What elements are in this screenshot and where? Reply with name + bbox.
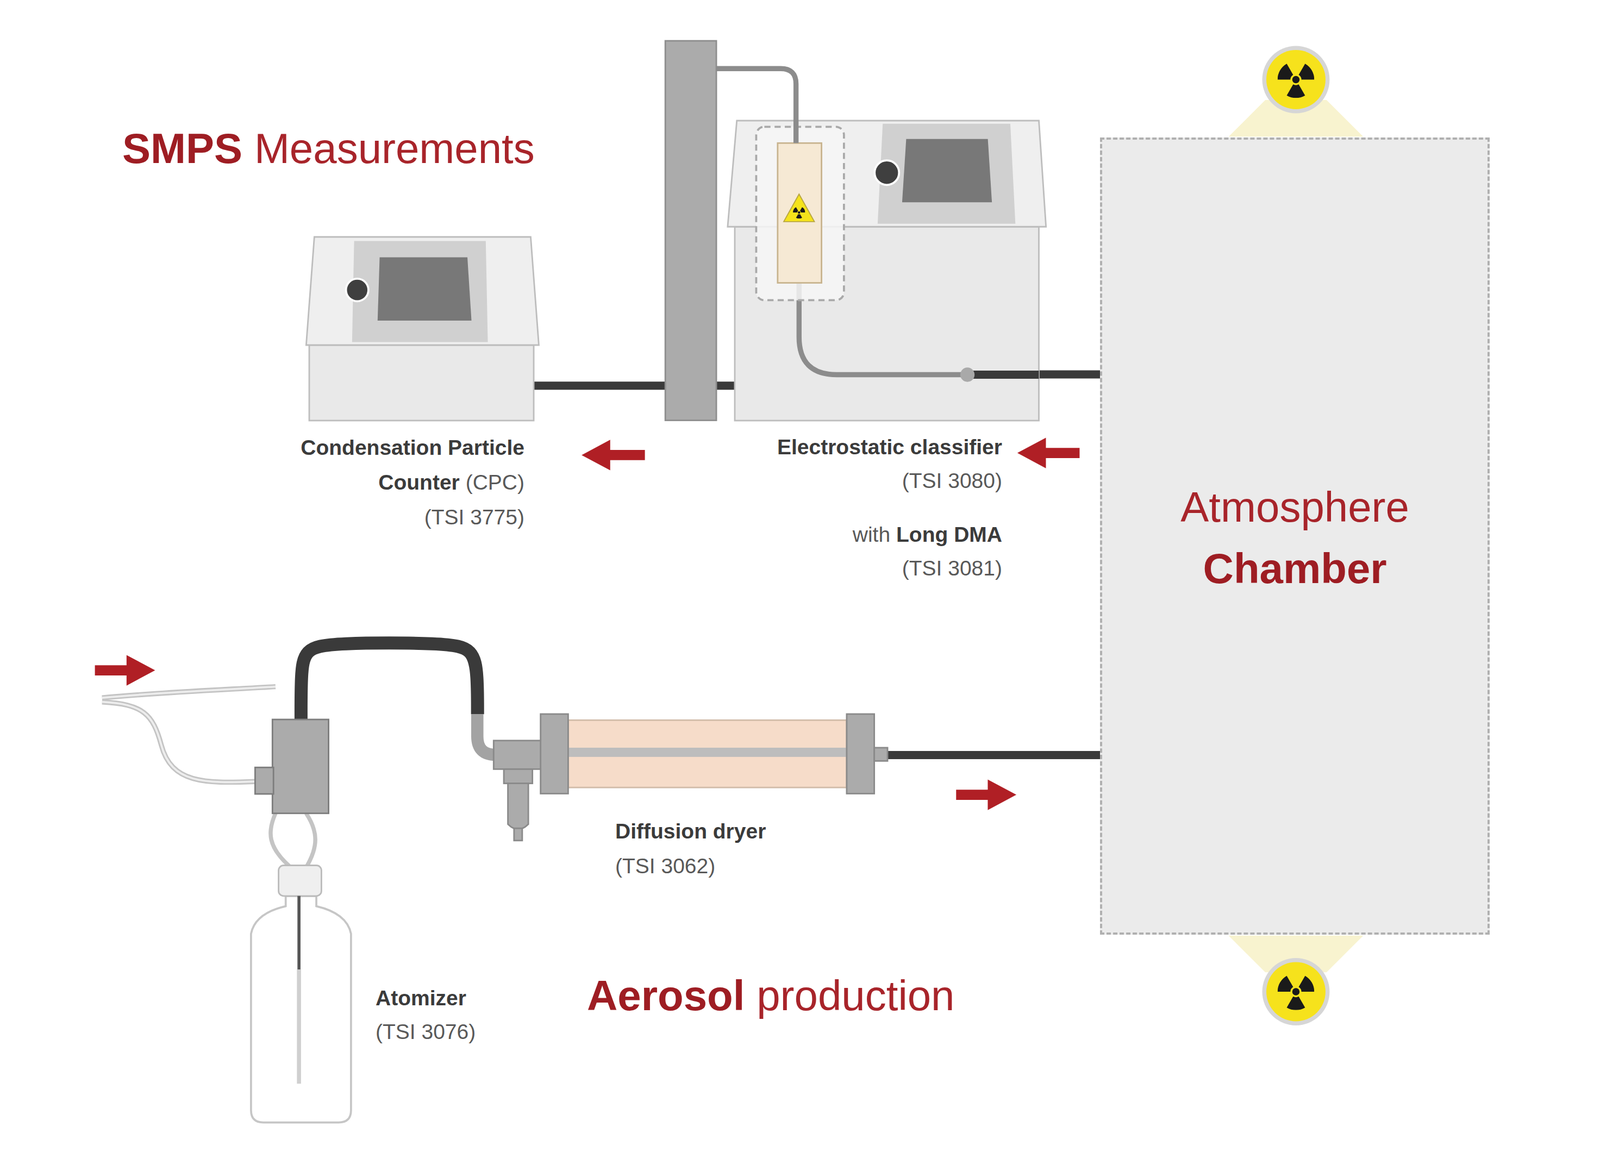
node-outline <box>471 714 888 794</box>
node-label: Electrostatic classifier <box>777 435 1003 459</box>
instrument-body <box>309 345 534 421</box>
node-label: (TSI 3080) <box>902 469 1003 493</box>
node-label: Diffusion dryer <box>615 819 766 843</box>
diffusion-dryer: Diffusion dryer(TSI 3062) <box>471 714 888 794</box>
flow-arrow <box>1017 437 1080 468</box>
dma-highlight <box>755 126 844 300</box>
liquid-tube <box>270 813 291 868</box>
node-label: with <box>852 522 891 547</box>
inlet-tee <box>494 740 543 770</box>
tube-joint <box>960 367 975 382</box>
label-line: Atomizer <box>375 981 476 1016</box>
heading-text: Aerosol <box>586 971 745 1020</box>
air-inlet-tube <box>102 686 276 783</box>
heading-text: production <box>756 971 955 1020</box>
section-heading: Aerosolproduction <box>586 974 955 1017</box>
node-label: (TSI 3076) <box>375 1020 476 1044</box>
node-outline <box>250 719 353 1123</box>
lamp-disc <box>1266 50 1326 110</box>
instrument-lid <box>305 236 539 346</box>
bottle-cap <box>278 865 322 896</box>
label-line: Electrostatic classifier <box>676 430 1003 465</box>
radiation-symbol <box>1277 63 1315 98</box>
flow-arrow <box>95 654 156 686</box>
node-outline <box>309 236 534 421</box>
end-cap <box>540 714 569 794</box>
end-cap <box>846 714 875 794</box>
sheath-bar <box>665 40 717 421</box>
label-group: AtmosphereChamber <box>1102 476 1488 600</box>
uv-lamp-bottom <box>1228 935 1364 1026</box>
label-group: Electrostatic classifier (TSI 3080) withLo… <box>676 430 1003 586</box>
label-line: (TSI 3775) <box>252 500 525 535</box>
label-group: Diffusion dryer (TSI 3062) <box>615 814 766 884</box>
label-group: Condensation Particle Counter(CPC) (TSI 3… <box>252 430 525 535</box>
dip-tube <box>296 969 302 1084</box>
front-panel <box>352 240 489 342</box>
node-label: (CPC) <box>465 470 525 495</box>
sheath-tube <box>716 68 796 143</box>
radiation-symbol <box>792 207 806 219</box>
heading-text: SMPS <box>122 124 243 173</box>
display-screen <box>377 257 472 321</box>
control-knob <box>345 278 368 302</box>
label-line: (TSI 3080) <box>676 464 1003 498</box>
node-outline <box>734 120 1040 421</box>
label-line: Chamber <box>1102 538 1488 600</box>
node-label: Long DMA <box>896 522 1003 547</box>
warning-triangle <box>783 194 815 222</box>
atomizer-device: Atomizer(TSI 3076) <box>250 719 353 1123</box>
air-tube <box>102 702 256 783</box>
section-heading: SMPSMeasurements <box>122 127 535 170</box>
control-knob <box>874 160 899 185</box>
node-label: Atomizer <box>375 986 467 1010</box>
lamp-disc <box>1266 962 1326 1022</box>
flow-arrows <box>95 437 1080 810</box>
uv-lamp-top <box>1228 45 1364 137</box>
air-tube-core <box>102 702 256 783</box>
solution-bottle <box>251 895 352 1123</box>
air-tube-core <box>102 686 276 699</box>
drain-tip <box>514 828 523 842</box>
dip-tube <box>297 895 301 970</box>
label-line: Condensation Particle Counter(CPC) <box>252 430 525 500</box>
label-line: Diffusion dryer <box>615 814 766 849</box>
drain-neck <box>504 769 534 784</box>
node-label: (TSI 3775) <box>424 505 525 529</box>
inlet-line <box>967 370 1039 379</box>
node-label: Chamber <box>1203 544 1387 593</box>
flow-arrow <box>581 439 645 471</box>
tube-connector <box>301 642 478 720</box>
tube-connector <box>1038 370 1100 379</box>
label-line: (TSI 3076) <box>375 1015 476 1049</box>
node-label: (TSI 3081) <box>902 556 1003 580</box>
lamp-ring <box>1262 958 1330 1026</box>
atomizer-block <box>272 719 329 814</box>
label-line: Atmosphere <box>1102 476 1488 539</box>
atmosphere-chamber: AtmosphereChamber <box>1100 137 1490 935</box>
label-line: (TSI 3081) <box>676 551 1003 586</box>
drain-bulb <box>508 783 529 830</box>
lamp-ring <box>1262 45 1330 114</box>
radiation-symbol <box>1277 976 1315 1011</box>
liquid-tube <box>305 813 316 868</box>
label-group: Atomizer (TSI 3076) <box>375 981 476 1049</box>
tube-connector <box>887 751 1100 760</box>
flow-arrow <box>955 779 1017 810</box>
display-screen <box>902 138 992 202</box>
air-inlet-port <box>254 767 274 795</box>
heading-text: Measurements <box>254 124 535 173</box>
label-line: withLong DMA <box>676 517 1003 552</box>
flow-channel <box>568 747 848 758</box>
air-tube <box>102 686 276 699</box>
node-label: Atmosphere <box>1180 483 1410 531</box>
classifier-instrument: Electrostatic classifier(TSI 3080)withLo… <box>734 120 1040 421</box>
desiccant-tube <box>568 720 848 789</box>
label-line: (TSI 3062) <box>615 848 766 884</box>
node-label: (TSI 3062) <box>615 854 716 878</box>
outlet-port <box>874 747 888 761</box>
cpc-instrument: Condensation Particle Counter(CPC)(TSI 3… <box>309 236 534 421</box>
dma-column <box>777 142 822 283</box>
